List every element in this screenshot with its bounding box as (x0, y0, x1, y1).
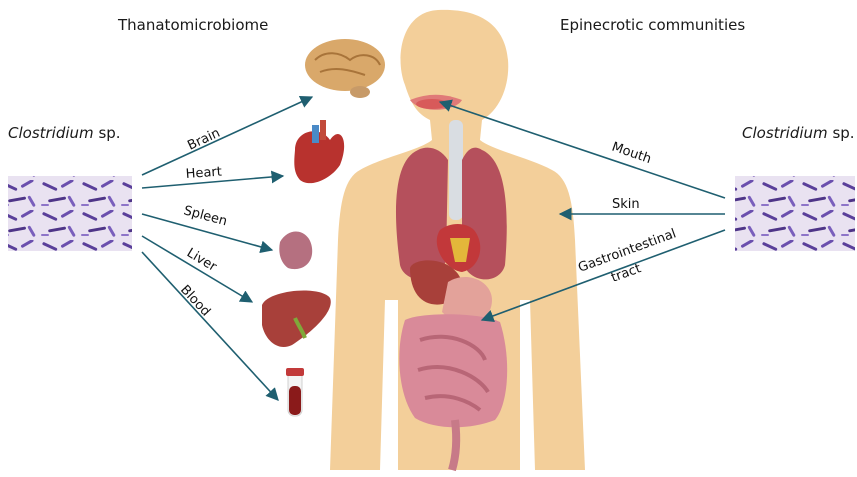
spleen-illustration (279, 232, 312, 270)
brain-illustration (305, 39, 385, 98)
arrow-blood (142, 252, 278, 400)
label-heart: Heart (185, 165, 222, 182)
label-brain: Brain (185, 126, 222, 154)
trachea (449, 120, 463, 220)
arrow-brain (142, 97, 312, 175)
label-skin: Skin (612, 197, 640, 212)
liver-illustration (262, 291, 331, 348)
right-bacteria-image (735, 176, 855, 251)
label-spleen: Spleen (182, 203, 229, 229)
label-tract: tract (609, 261, 643, 286)
label-blood: Blood (177, 282, 213, 319)
label-liver: Liver (184, 246, 220, 276)
label-mouth: Mouth (610, 140, 653, 167)
heart-illustration (294, 120, 344, 183)
left-lung (396, 148, 448, 280)
left-bacteria-image (8, 176, 132, 251)
blood-tube-illustration (286, 368, 304, 416)
